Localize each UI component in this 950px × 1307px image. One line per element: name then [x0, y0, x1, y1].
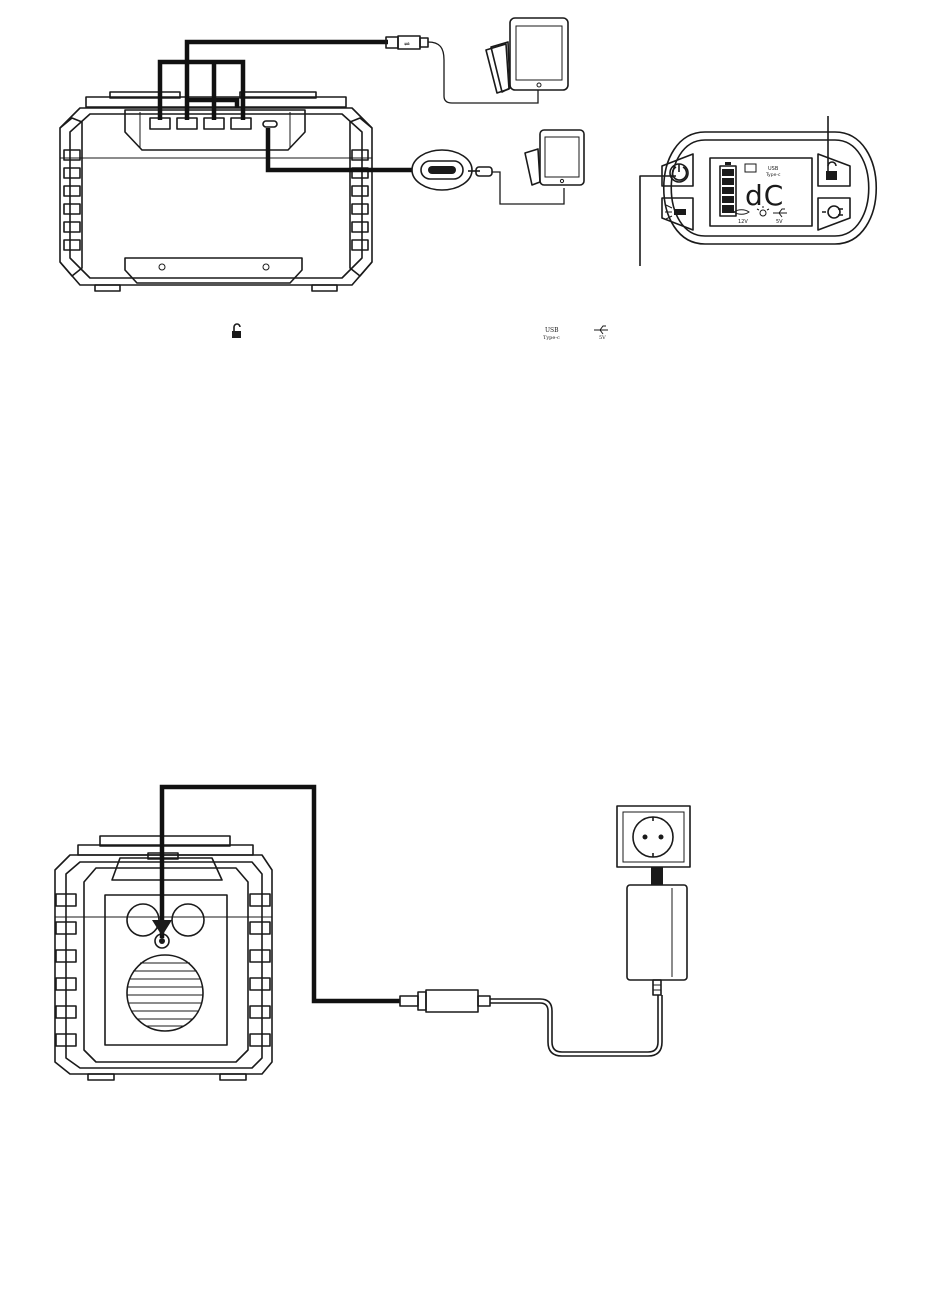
legend-row: USB Type-c 5V [232, 324, 608, 341]
ac-adapter [627, 867, 687, 995]
lcd-12v-label: 12V [738, 219, 748, 225]
power-station-front [60, 92, 372, 291]
legend-usb-label: USB [545, 327, 559, 334]
smartphone-tablet-usb [486, 18, 568, 93]
usb-c-port [263, 121, 277, 127]
ac-plug-icon [822, 206, 843, 218]
solar-icon [745, 164, 756, 172]
lcd-display-text: dC [745, 179, 784, 212]
dc-cable [152, 787, 662, 1056]
legend-unlock-icon [232, 324, 241, 338]
ac-output-button[interactable] [818, 198, 850, 230]
right-grip [350, 118, 372, 276]
smartphone-tablet-usb-c [525, 130, 584, 185]
lcd-type-c-label: Type-c [765, 172, 781, 178]
lock-button[interactable] [818, 154, 850, 186]
usb-a-plug: ⇌ [386, 36, 538, 103]
light-button[interactable] [662, 198, 693, 230]
speaker-grille [127, 955, 203, 1031]
control-panel: USB Type-c dC 12V 5V [640, 116, 876, 266]
legend-usb-icon [594, 326, 608, 334]
usb-c-cable [268, 128, 564, 204]
lcd-usb-label: USB [768, 166, 779, 172]
legend-type-c-label: Type-c [543, 335, 560, 341]
lcd-display: USB Type-c dC 12V 5V [710, 158, 812, 226]
left-grip [60, 118, 82, 276]
wall-socket [617, 806, 690, 867]
legend-5v-label: 5V [599, 335, 606, 341]
battery-icon [720, 162, 736, 216]
lcd-5v-label: 5V [776, 219, 783, 225]
svg-text:⇌: ⇌ [404, 40, 410, 48]
